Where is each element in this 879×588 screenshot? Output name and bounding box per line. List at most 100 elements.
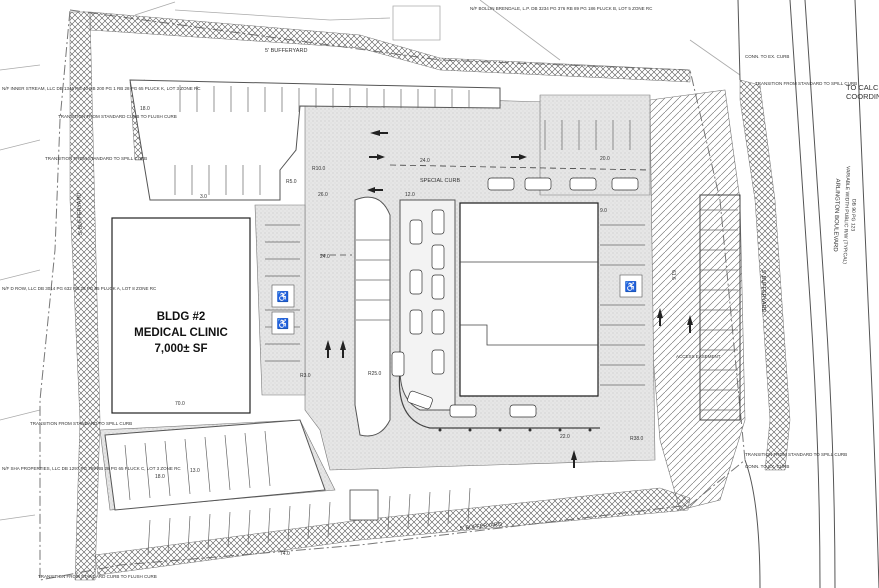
accessible-icon: ♿: [277, 290, 289, 303]
dimension-text: 3.0: [200, 194, 207, 200]
callout-ne-trans: TRANSITION FROM STANDARD TO SPILL CURB: [755, 81, 857, 86]
edge-label-2: COORDIN A: [846, 92, 879, 101]
car: [431, 309, 445, 335]
access-easement-label: ACCESS EASEMENT: [676, 354, 721, 359]
arrow-icon: [687, 315, 693, 333]
island-parking: [356, 239, 390, 321]
dimension-text: R25.0: [368, 371, 382, 377]
car: [487, 177, 515, 191]
dumpster-enclosure: [349, 489, 379, 521]
callout-ne-conn: CONN. TO EX. CURB: [745, 54, 789, 59]
accessible-stalls-east: ♿: [619, 274, 643, 298]
drive-thru-dots: [438, 428, 592, 432]
owner-north: N/F BOLLIN BRENDALE, L.P. DB 3234 PG 376…: [470, 6, 653, 11]
dimension-labels: 18.0 24.0 9.0 26.0 12.0 24.0 70.0 61.6 1…: [140, 106, 676, 557]
lane-lines: [320, 164, 651, 256]
road-row-note: VARIABLE WIDTH PUBLIC R/W (TYPICAL): [841, 166, 850, 264]
property-boundary: [39, 9, 746, 581]
arrow-icon: [511, 154, 527, 160]
arlington-boulevard: [737, 0, 879, 588]
callout-w: TRANSITION FROM STANDARD TO SPILL CURB: [45, 156, 147, 161]
accessible-icon: ♿: [277, 317, 289, 330]
building-2-name: BLDG #2: [157, 311, 206, 323]
dimension-text: 24.0: [420, 158, 430, 164]
dimension-text: 20.0: [600, 156, 610, 162]
callout-se-trans: TRANSITION FROM STANDARD TO SPILL CURB: [745, 452, 847, 457]
drive-thru-curb: [398, 369, 600, 429]
dimension-text: 74.0: [280, 551, 290, 557]
south-parking-bay: [104, 419, 471, 556]
callout-ssw: TRANSITION FROM STANDARD CURB TO FLUSH C…: [38, 574, 157, 579]
buffer-label-east: 5' BUFFERYARD: [760, 270, 766, 312]
accessible-stalls-west: ♿ ♿: [271, 284, 295, 335]
arrow-icon: [571, 450, 577, 468]
owner-west-3: N/F SHA PROPERTIES, LLC DB 1297 PG 769 R…: [2, 466, 181, 471]
dimension-text: R5.0: [286, 179, 297, 185]
callout-sw: TRANSITION FROM STANDARD TO SPILL CURB: [30, 421, 132, 426]
car: [407, 390, 433, 410]
car: [431, 244, 445, 270]
east-drive-hatch: [649, 89, 746, 511]
special-curb-label: SPECIAL CURB: [420, 178, 460, 184]
arrow-icon: [657, 308, 663, 326]
car: [569, 177, 597, 191]
east-curb-strip: [699, 194, 741, 421]
main-building-interior: [460, 261, 598, 346]
building-2-area: 7,000± SF: [155, 343, 208, 355]
road-labels: ARLINGTON BOULEVARD VARIABLE WIDTH PUBLI…: [832, 166, 857, 264]
car: [431, 349, 445, 375]
building-2-footprint: [111, 217, 251, 414]
buffer-label-north: 5' BUFFERYARD: [265, 48, 307, 54]
car: [431, 209, 445, 235]
dimension-text: 61.6: [670, 270, 676, 280]
dimension-text: 18.0: [140, 106, 150, 112]
bufferyard-hatching: [69, 11, 791, 581]
dimension-text: 26.0: [318, 192, 328, 198]
car: [524, 177, 552, 191]
dimension-text: R10.0: [312, 166, 326, 172]
callout-se-conn: CONN. TO EX. CURB: [745, 464, 789, 469]
cars: [391, 177, 639, 418]
owner-labels: N/F BOLLIN BRENDALE, L.P. DB 3234 PG 376…: [2, 6, 653, 471]
car: [409, 219, 423, 245]
arrow-icon: [367, 187, 383, 193]
callout-nw: TRANSITION FROM STANDARD CURB TO FLUSH C…: [58, 114, 177, 119]
dimension-text: R38.0: [630, 436, 644, 442]
ne-parking-strip: [544, 120, 631, 150]
dimension-text: 18.0: [155, 474, 165, 480]
background-linework: [0, 0, 741, 521]
dimension-text: 22.0: [560, 434, 570, 440]
drive-thru-lane: [399, 199, 456, 411]
owner-west-2: N/F D ROW, LLC DB 3014 PG 632 RB 28 PG 6…: [2, 286, 157, 291]
buffer-label-west: 5' BUFFERYARD: [77, 193, 84, 236]
owner-west-1: N/F INNER STREAM, LLC DB 1346 PG 40 RB 2…: [2, 86, 201, 91]
car: [409, 269, 423, 295]
car: [391, 351, 405, 377]
arrow-icon: [369, 154, 385, 160]
dimension-text: 12.0: [405, 192, 415, 198]
arrow-icon: [340, 340, 346, 358]
accessible-icon: ♿: [625, 280, 637, 293]
callouts: TRANSITION FROM STANDARD CURB TO FLUSH C…: [30, 54, 857, 579]
car: [431, 274, 445, 300]
dimension-text: 9.0: [600, 208, 607, 214]
dimension-text: 13.0: [190, 468, 200, 474]
east-parking: [600, 209, 738, 411]
central-island: [354, 196, 391, 437]
dimension-text: 70.0: [175, 401, 185, 407]
road-ref: DB 90 PG 123: [849, 199, 856, 232]
car: [611, 177, 639, 191]
buffer-label-south: 5' BUFFERYARD: [460, 522, 503, 532]
building-2-use: MEDICAL CLINIC: [134, 327, 228, 339]
edge-label-1: TO CALC: [846, 83, 879, 92]
dimension-text: R3.0: [300, 373, 311, 379]
car: [449, 404, 477, 418]
car: [509, 404, 537, 418]
car: [409, 309, 423, 335]
arrow-icon: [325, 340, 331, 358]
road-name: ARLINGTON BOULEVARD: [832, 178, 841, 252]
traffic-arrows: [325, 130, 693, 468]
north-parking-bay: [129, 79, 501, 201]
arrow-icon: [370, 130, 388, 136]
